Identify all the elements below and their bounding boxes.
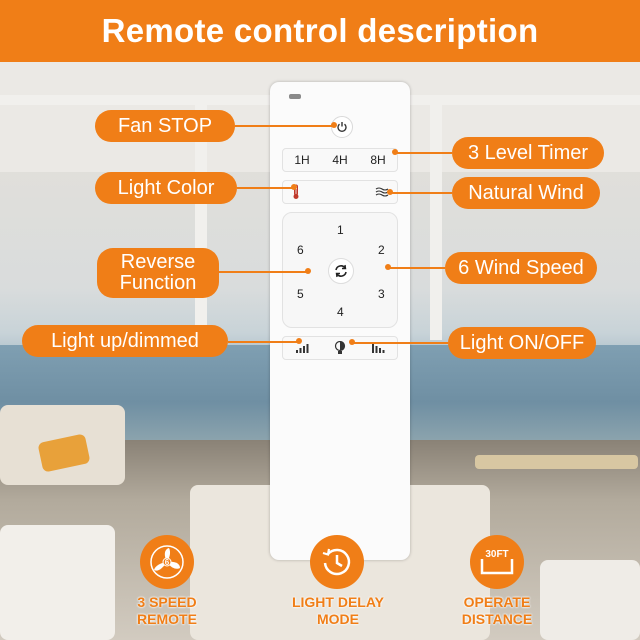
page-title: Remote control description <box>101 12 539 49</box>
leader-line <box>219 271 309 273</box>
distance-feature-icon: 30FT <box>470 535 524 589</box>
callout-natural-wind: Natural Wind <box>452 177 600 209</box>
indicator-light <box>289 94 301 99</box>
wind-speed-pad: 1 2 3 4 5 6 <box>282 212 398 328</box>
sofa-foreground <box>0 525 115 640</box>
light-delay-feature-icon <box>310 535 364 589</box>
callout-light-color: Light Color <box>95 172 237 204</box>
fan-speed-feature-icon: 6 <box>140 535 194 589</box>
leader-dot <box>385 264 391 270</box>
callout-reverse: Reverse Function <box>97 248 219 298</box>
leader-line <box>235 125 335 127</box>
leader-dot <box>349 339 355 345</box>
leader-dot <box>387 189 393 195</box>
speed-6-button[interactable]: 6 <box>297 243 304 257</box>
reverse-icon <box>335 264 347 278</box>
distance-icon-text: 30FT <box>485 549 509 560</box>
bulb-icon[interactable] <box>334 341 346 355</box>
sofa-foreground <box>540 560 640 640</box>
leader-line <box>390 192 452 194</box>
leader-dot <box>291 184 297 190</box>
timer-4h-button[interactable]: 4H <box>332 153 348 167</box>
leader-dot <box>296 338 302 344</box>
natural-wind-icon[interactable] <box>375 186 389 198</box>
light-wind-strip <box>282 180 398 204</box>
feature-label-speed: 3 SPEED REMOTE <box>137 594 197 627</box>
timer-8h-button[interactable]: 8H <box>370 153 386 167</box>
power-icon <box>337 122 347 133</box>
timer-1h-button[interactable]: 1H <box>294 153 310 167</box>
fan-icon <box>150 545 184 579</box>
leader-dot <box>331 122 337 128</box>
speed-2-button[interactable]: 2 <box>378 243 385 257</box>
window-frame-right <box>430 95 442 340</box>
leader-line <box>228 341 300 343</box>
speed-3-button[interactable]: 3 <box>378 287 385 301</box>
speed-4-button[interactable]: 4 <box>337 305 344 319</box>
remote-control: 1H 4H 8H 1 2 3 4 5 6 <box>270 82 410 560</box>
speed-1-button[interactable]: 1 <box>337 223 344 237</box>
fan-icon-number: 6 <box>164 557 170 567</box>
leader-dot <box>305 268 311 274</box>
leader-line <box>395 152 452 154</box>
leader-line <box>237 187 295 189</box>
leader-line <box>352 342 448 344</box>
distance-icon <box>480 559 514 575</box>
title-banner: Remote control description <box>0 0 640 62</box>
reverse-button[interactable] <box>328 258 354 284</box>
feature-label-delay: LIGHT DELAY MODE <box>291 594 385 627</box>
light-bright-icon[interactable] <box>371 342 385 354</box>
callout-fan-stop: Fan STOP <box>95 110 235 142</box>
light-dim-icon[interactable] <box>295 342 309 354</box>
callout-light-dim: Light up/dimmed <box>22 325 228 357</box>
lounger <box>548 455 638 469</box>
clock-icon <box>322 548 351 576</box>
timer-strip: 1H 4H 8H <box>282 148 398 172</box>
leader-line <box>388 267 445 269</box>
feature-label-distance: OPERATE DISTANCE <box>461 594 533 627</box>
leader-dot <box>392 149 398 155</box>
lounger <box>475 455 565 469</box>
callout-timer: 3 Level Timer <box>452 137 604 169</box>
speed-5-button[interactable]: 5 <box>297 287 304 301</box>
callout-wind-speed: 6 Wind Speed <box>445 252 597 284</box>
callout-light-onoff: Light ON/OFF <box>448 327 596 359</box>
